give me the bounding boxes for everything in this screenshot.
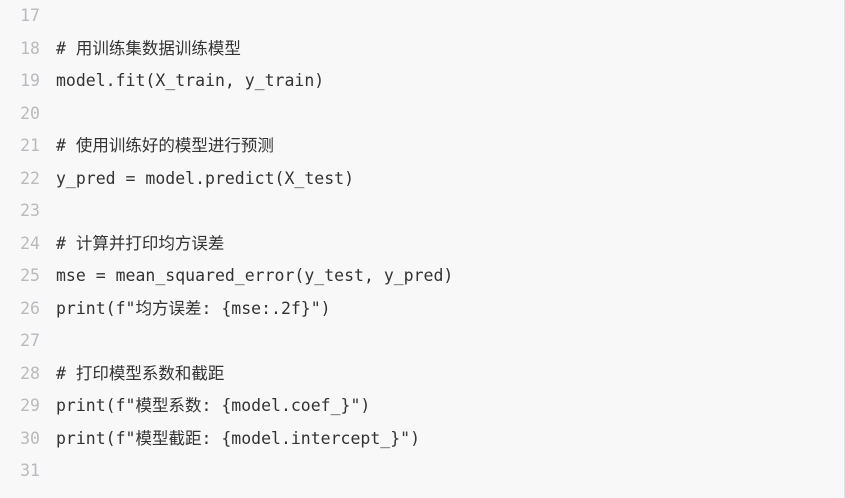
code-text[interactable]: y_pred = model.predict(X_test): [56, 168, 355, 188]
code-line: 25 mse = mean_squared_error(y_test, y_pr…: [0, 260, 845, 293]
code-comment[interactable]: # 使用训练好的模型进行预测: [56, 136, 274, 155]
line-number: 22: [20, 168, 40, 188]
code-line: 30 print(f"模型截距: {model.intercept_}"): [0, 423, 845, 456]
code-line: 23: [0, 195, 845, 228]
code-line: 21 # 使用训练好的模型进行预测: [0, 130, 845, 163]
code-line: 31: [0, 455, 845, 488]
line-number: 19: [20, 71, 40, 90]
line-number: 20: [20, 103, 40, 123]
line-number: 30: [20, 428, 40, 448]
code-comment[interactable]: # 打印模型系数和截距: [56, 363, 225, 383]
code-line: 18 # 用训练集数据训练模型: [0, 33, 845, 66]
code-text[interactable]: print(f"均方误差: {mse:.2f}"): [56, 298, 331, 318]
code-line: 29 print(f"模型系数: {model.coef_}"): [0, 390, 845, 423]
code-line: 19 model.fit(X_train, y_train): [0, 65, 845, 98]
code-text[interactable]: print(f"模型截距: {model.intercept_}"): [56, 428, 421, 448]
line-number: 26: [20, 298, 40, 318]
code-text[interactable]: mse = mean_squared_error(y_test, y_pred): [56, 266, 454, 285]
code-line: 27: [0, 325, 845, 358]
line-number: 29: [20, 396, 40, 415]
line-number: 25: [20, 266, 40, 285]
code-line: 28 # 打印模型系数和截距: [0, 358, 845, 391]
line-number: 21: [20, 136, 40, 155]
line-number: 18: [20, 38, 40, 58]
line-number: 24: [20, 233, 40, 253]
line-number: 17: [20, 6, 40, 25]
line-number: 28: [20, 363, 40, 383]
code-text[interactable]: model.fit(X_train, y_train): [56, 71, 325, 90]
code-line: 17: [0, 0, 845, 33]
code-comment[interactable]: # 用训练集数据训练模型: [56, 38, 241, 58]
line-number: 31: [20, 461, 40, 480]
code-line: 20: [0, 98, 845, 131]
code-line: 22 y_pred = model.predict(X_test): [0, 163, 845, 196]
line-number: 27: [20, 331, 40, 350]
line-number: 23: [20, 201, 40, 220]
code-line: 24 # 计算并打印均方误差: [0, 228, 845, 261]
code-text[interactable]: print(f"模型系数: {model.coef_}"): [56, 396, 371, 415]
code-line: 26 print(f"均方误差: {mse:.2f}"): [0, 293, 845, 326]
code-comment[interactable]: # 计算并打印均方误差: [56, 233, 225, 253]
